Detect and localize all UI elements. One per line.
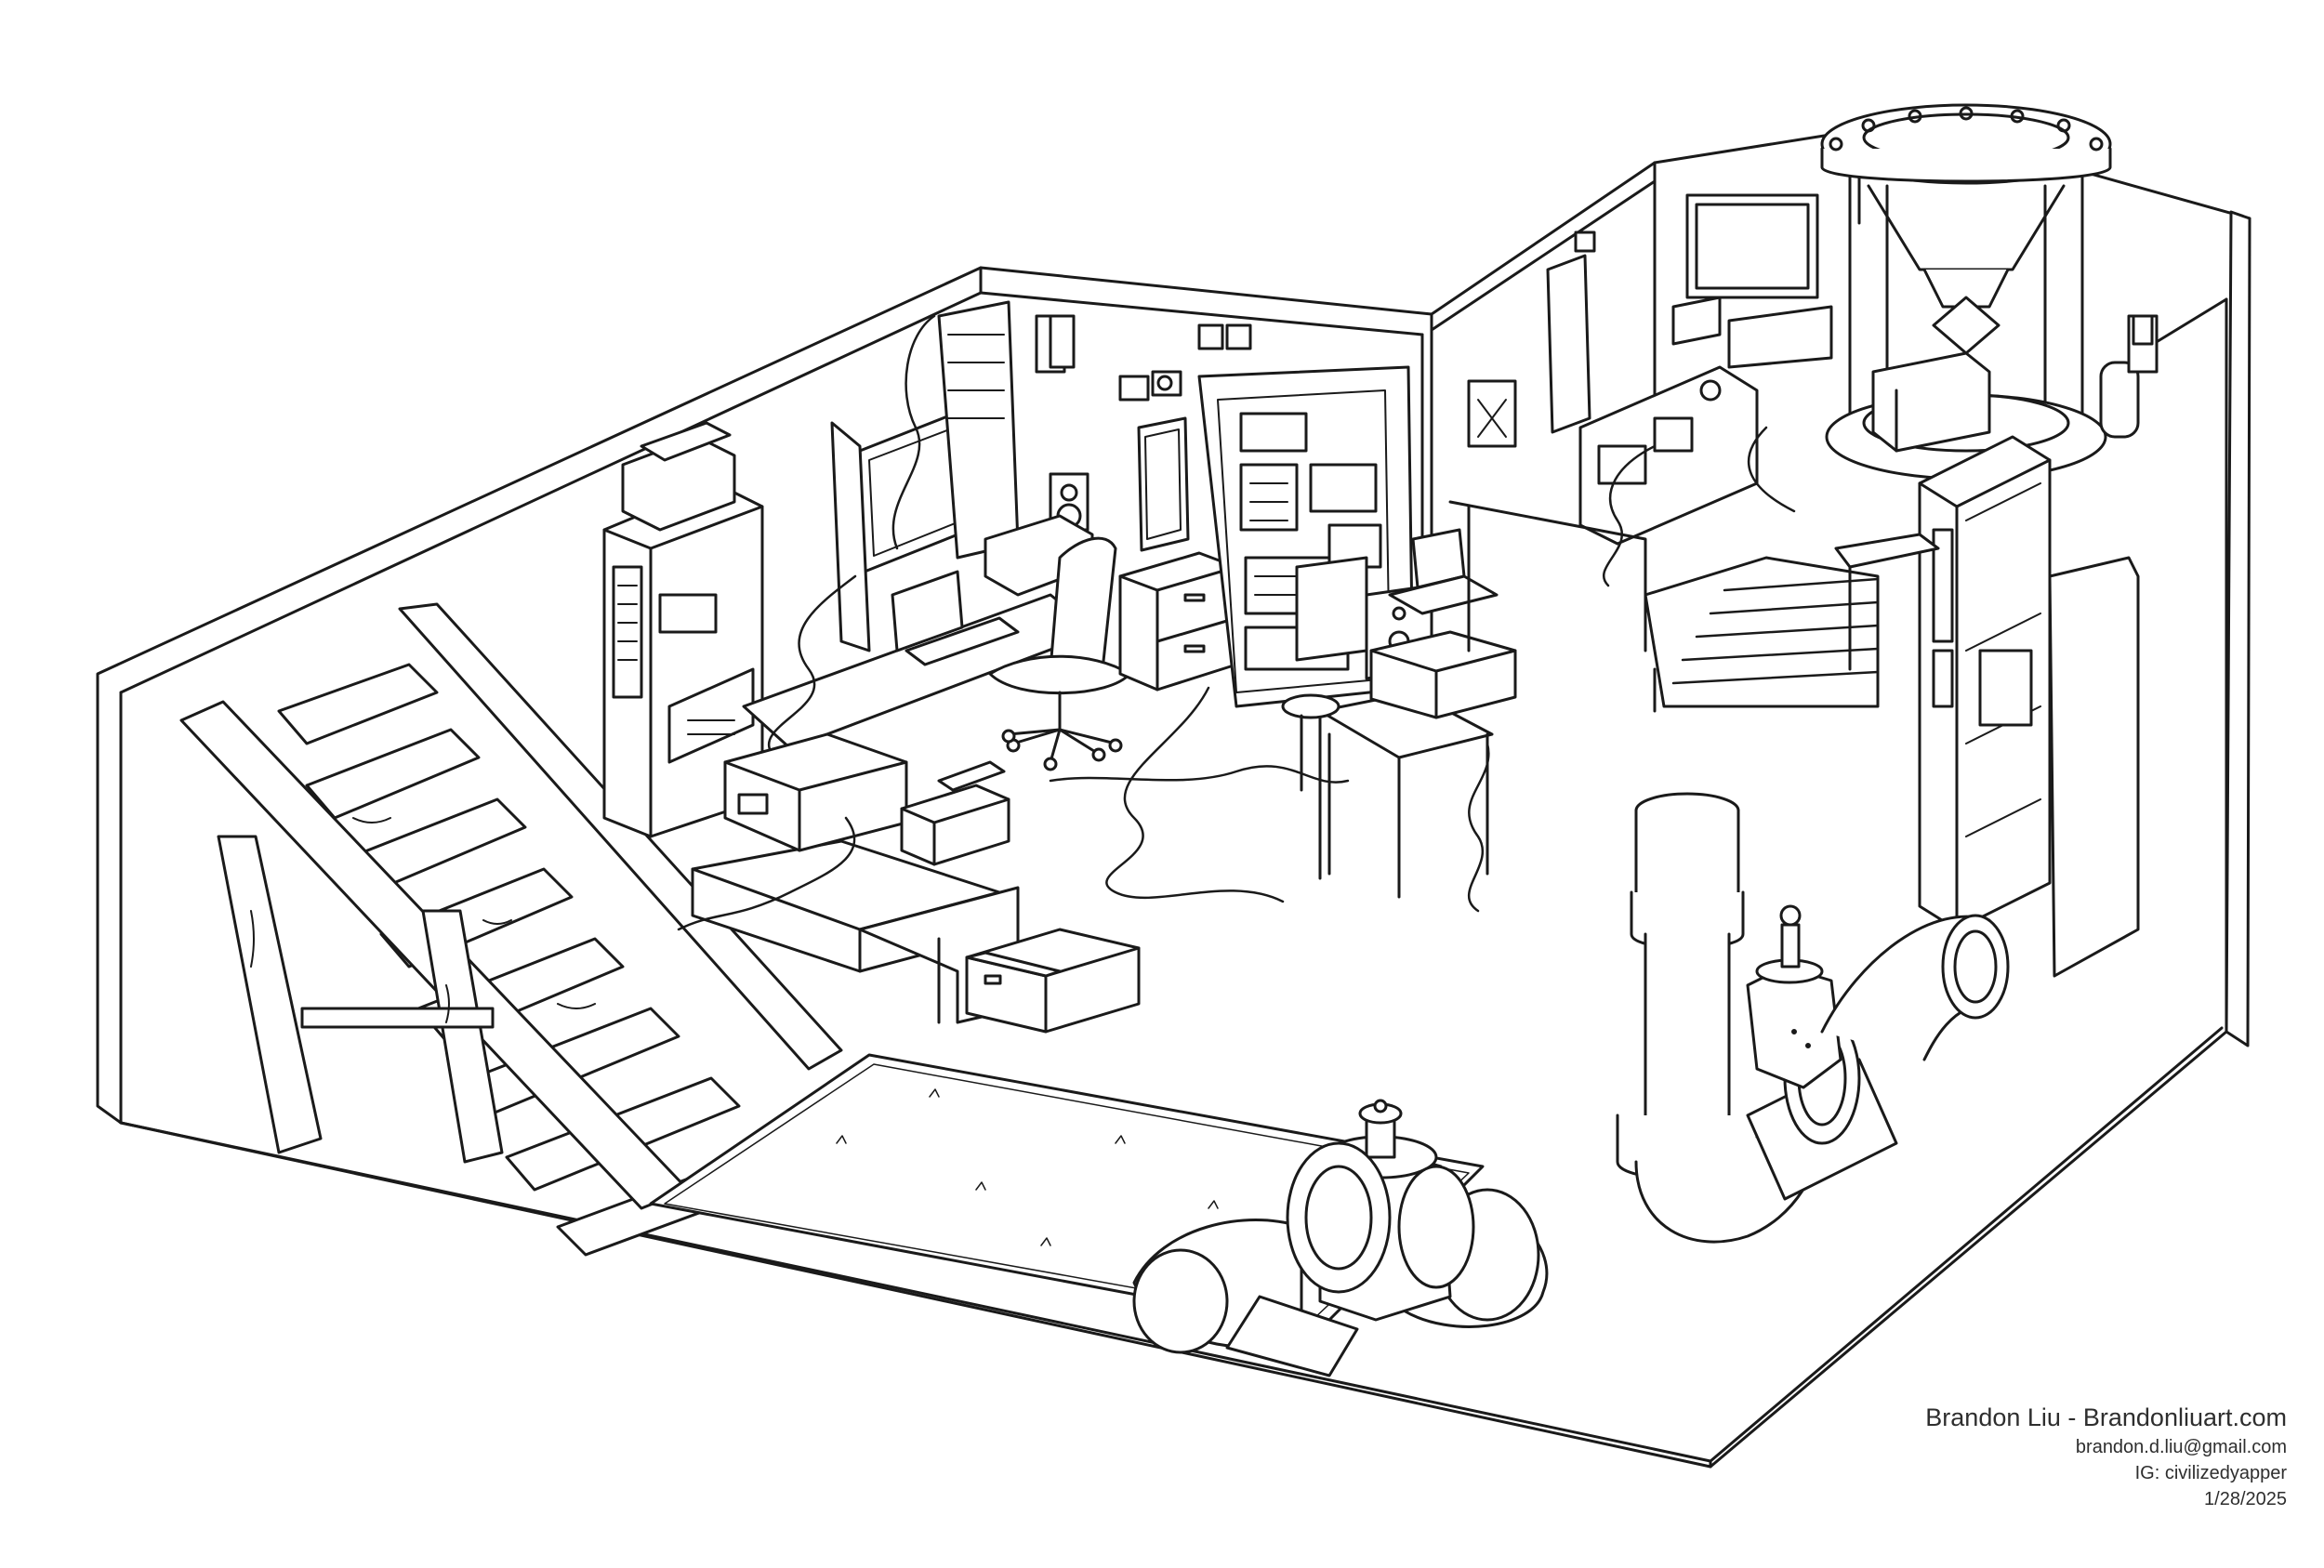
credit-main: Brandon Liu - Brandonliuart.com: [1925, 1403, 2287, 1431]
wooden-staircase: [181, 604, 841, 1255]
wall-details: [1050, 232, 2152, 586]
back-staircase: [1645, 558, 1878, 711]
control-console: [1450, 195, 1831, 651]
office-chair: [990, 538, 1129, 770]
workbench: [1050, 530, 1515, 911]
vertical-pipe-with-valve: [1618, 794, 2008, 1242]
credit-date: 1/28/2025: [2204, 1489, 2287, 1509]
room-walls: [98, 130, 2250, 1467]
main-desk: [744, 302, 1097, 809]
reactor-tank: [1822, 105, 2157, 479]
credit-email[interactable]: brandon.d.liu@gmail.com: [2075, 1437, 2287, 1457]
credit-instagram: IG: civilizedyapper: [2134, 1463, 2287, 1483]
filing-cabinet: [1120, 325, 1250, 690]
left-server-stack: [604, 423, 762, 837]
right-tall-cabinet: [1836, 437, 2138, 976]
cardboard-box: [967, 929, 1139, 1032]
floor-pipe-with-valve: [1134, 1100, 1547, 1376]
printer-desk: [679, 734, 1018, 1022]
server-cabinet: [1199, 367, 1432, 706]
artist-credits: Brandon Liu - Brandonliuart.com brandon.…: [1636, 1401, 2287, 1512]
